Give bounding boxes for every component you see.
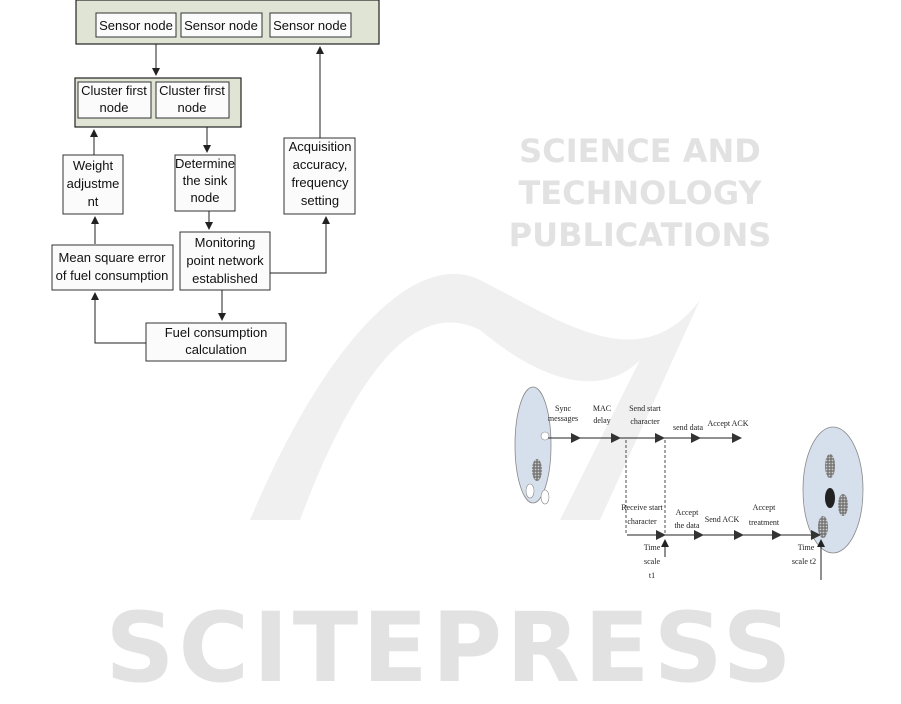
sensor-node-1-label: Sensor node <box>99 18 173 33</box>
watermark-logo <box>250 273 700 520</box>
fuel-label-1: Fuel consumption <box>165 325 268 340</box>
acquisition-box <box>283 137 356 215</box>
label-sync-2: messages <box>548 414 578 423</box>
fuel-calc-box <box>145 322 287 362</box>
label-mac: MAC <box>593 404 611 413</box>
flowchart: Sensor node Sensor node Sensor node Clus… <box>51 0 380 362</box>
label-sync: Sync <box>555 404 571 413</box>
label-receive-start: Receive start <box>621 503 663 512</box>
label-time-scale-1-3: t1 <box>649 571 655 580</box>
determine-label-3: node <box>191 190 220 205</box>
sensor-node-1 <box>95 12 177 38</box>
mean-square-box <box>51 244 174 291</box>
sensor-node-2 <box>180 12 263 38</box>
cluster-node-2-label: Cluster first <box>159 83 225 98</box>
mon-label-3: established <box>192 271 258 286</box>
label-accept-ack: Accept ACK <box>707 419 748 428</box>
label-accept-treatment: Accept <box>753 503 776 512</box>
watermark-title: SCITEPRESS <box>105 592 796 704</box>
label-send-start: Send start <box>629 404 662 413</box>
watermark-subtitle: SCIENCE AND TECHNOLOGY PUBLICATIONS <box>508 132 772 254</box>
cluster-head-node <box>825 488 835 508</box>
hatched-node <box>838 494 848 516</box>
mon-label-2: point network <box>186 253 264 268</box>
label-receive-start-2: character <box>627 517 657 526</box>
sensor-node-3 <box>269 12 352 38</box>
label-send-start-2: character <box>630 417 660 426</box>
cluster-node-1 <box>77 81 152 119</box>
sensor-node-3-label: Sensor node <box>273 18 347 33</box>
label-accept-data: Accept <box>676 508 699 517</box>
sender-cluster-ellipse <box>514 386 552 504</box>
cluster-node-2 <box>155 81 230 119</box>
label-mac-2: delay <box>593 416 610 425</box>
weight-label-3: nt <box>88 194 99 209</box>
cluster-node-2-label-2: node <box>178 100 207 115</box>
label-accept-data-2: the data <box>674 521 700 530</box>
acq-label-1: Acquisition <box>289 139 352 154</box>
sender-node <box>540 431 550 441</box>
acq-label-3: frequency <box>291 175 349 190</box>
label-send-ack: Send ACK <box>705 515 740 524</box>
mse-label-2: of fuel consumption <box>56 268 169 283</box>
weight-adjustment-box <box>62 154 124 215</box>
mse-label-1: Mean square error <box>59 250 167 265</box>
plain-node <box>525 483 535 499</box>
cluster-node-1-label: Cluster first <box>81 83 147 98</box>
arrow-fuel-to-mse <box>91 292 146 344</box>
label-send-data: send data <box>673 423 703 432</box>
mon-label-1: Monitoring <box>195 235 256 250</box>
determine-label-2: the sink <box>183 173 228 188</box>
acq-label-4: setting <box>301 193 339 208</box>
determine-label-1: Determine <box>175 156 235 171</box>
arrow-monitoring-to-acquisition <box>270 216 330 274</box>
cluster-node-1-label-2: node <box>100 100 129 115</box>
sensor-node-2-label: Sensor node <box>184 18 258 33</box>
hatched-node <box>825 454 835 478</box>
label-time-scale-2-2: scale t2 <box>792 557 816 566</box>
monitoring-box <box>179 231 271 291</box>
label-time-scale-1-2: scale <box>644 557 660 566</box>
weight-label-2: adjustme <box>67 176 120 191</box>
plain-node <box>540 489 550 505</box>
arrow-sensor-to-cluster <box>152 43 194 76</box>
label-time-scale-2: Time <box>798 543 815 552</box>
fuel-label-2: calculation <box>185 342 246 357</box>
label-accept-treatment-2: treatment <box>749 518 780 527</box>
weight-label-1: Weight <box>73 158 114 173</box>
label-time-scale-1: Time <box>644 543 661 552</box>
hatched-node <box>532 459 542 481</box>
acq-label-2: accuracy, <box>293 157 348 172</box>
determine-sink-box <box>174 154 236 212</box>
